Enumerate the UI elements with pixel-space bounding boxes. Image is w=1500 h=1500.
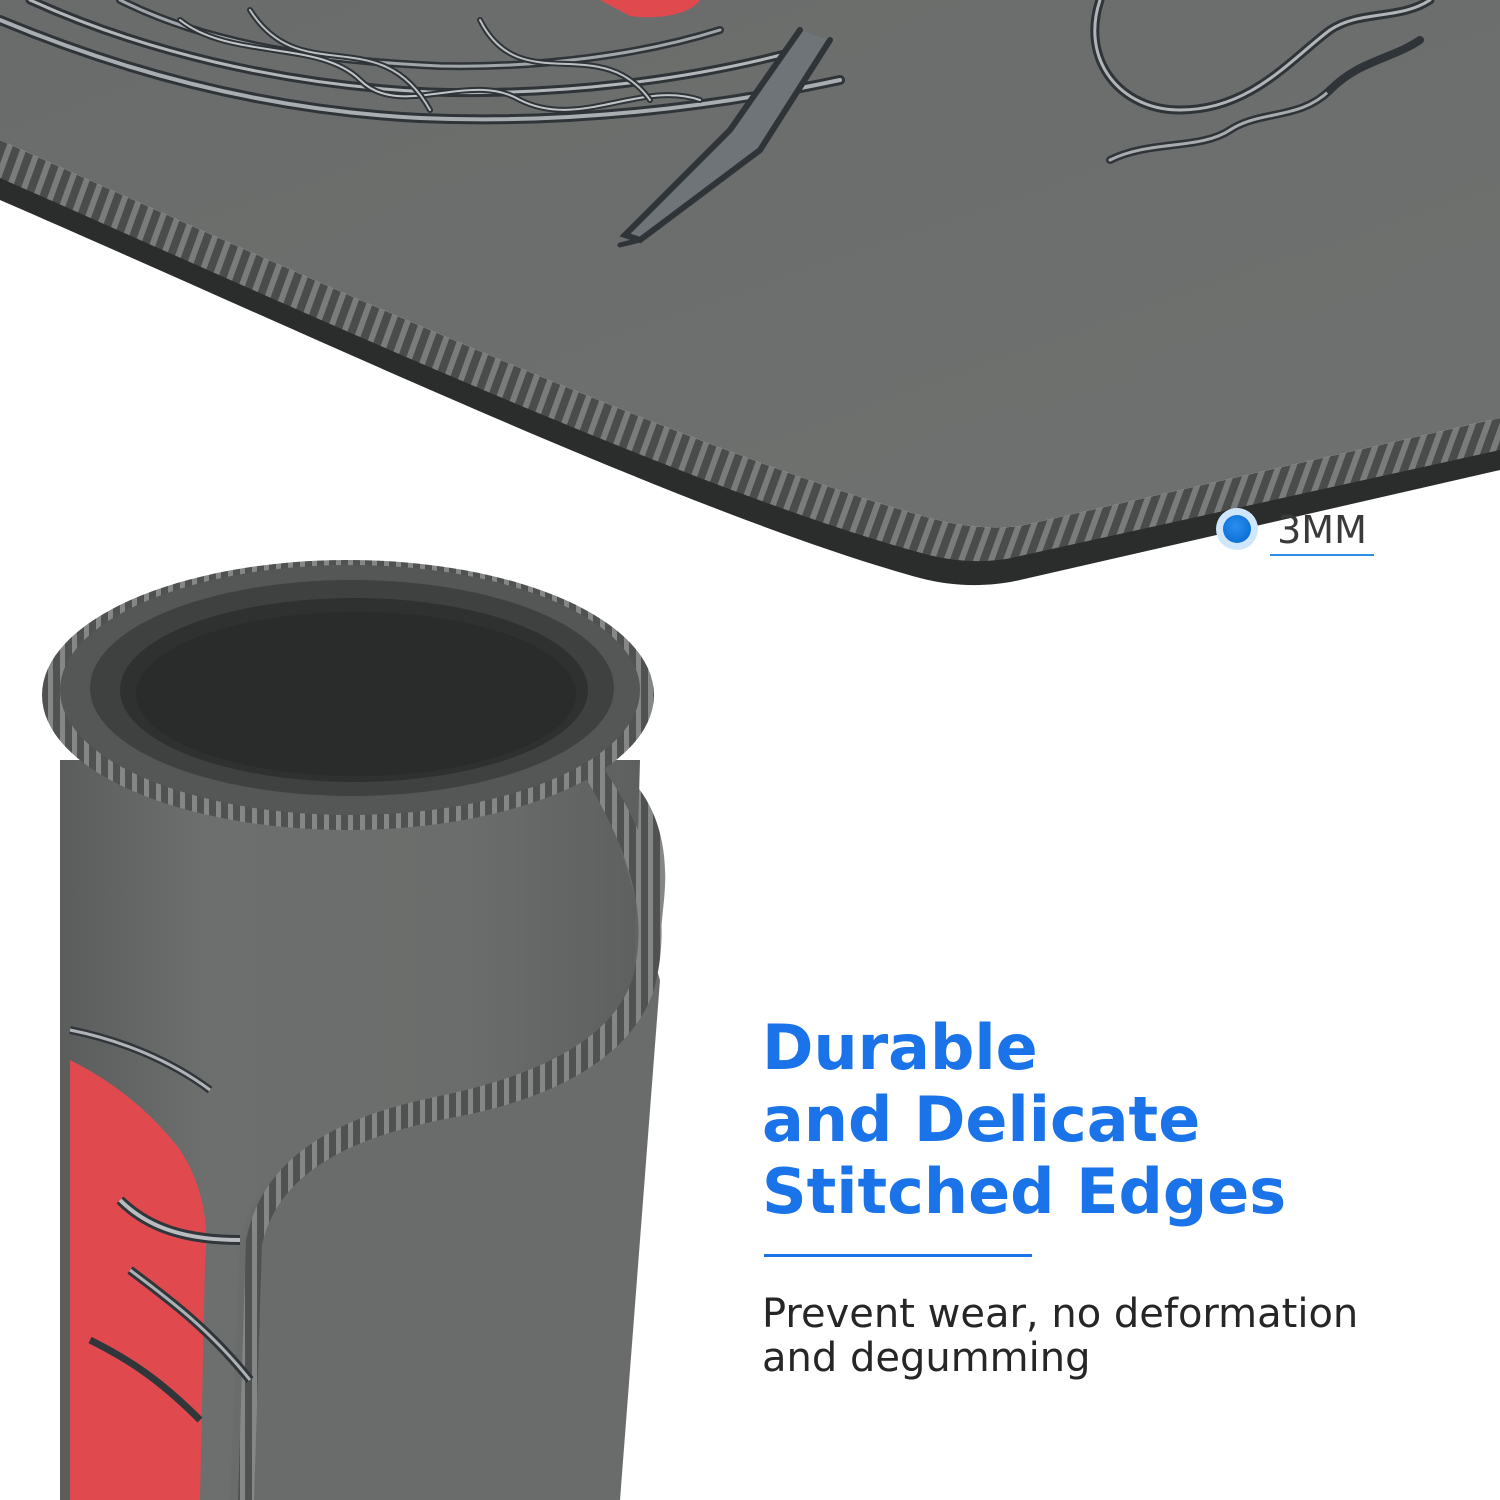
headline-divider — [764, 1254, 1032, 1257]
roll-front-sheet — [230, 780, 660, 1500]
mat-surface — [0, 0, 1500, 528]
headline: Durable and Delicate Stitched Edges — [762, 1012, 1462, 1228]
roll-front-stitch — [238, 760, 662, 1500]
flat-mat — [0, 0, 1500, 586]
red-print-top — [600, 0, 700, 18]
feature-description: Prevent wear, no deformation and degummi… — [762, 1292, 1462, 1380]
roll-knot-print — [69, 1026, 254, 1423]
description-line-1: Prevent wear, no deformation — [762, 1291, 1359, 1337]
thickness-indicator — [1216, 508, 1258, 550]
rolled-mat — [42, 560, 666, 1500]
thickness-label: 3MM — [1270, 508, 1374, 556]
thickness-dot — [1223, 515, 1251, 543]
headline-line-2: and Delicate — [762, 1083, 1201, 1156]
mat-edge-shadow — [0, 168, 1500, 586]
headline-line-1: Durable — [762, 1011, 1038, 1084]
roll-opening-inner — [136, 612, 576, 776]
celtic-knot-print — [0, 0, 1435, 248]
description-line-2: and degumming — [762, 1335, 1091, 1381]
headline-line-3: Stitched Edges — [762, 1155, 1287, 1228]
mat-stitched-edge — [0, 140, 1500, 562]
